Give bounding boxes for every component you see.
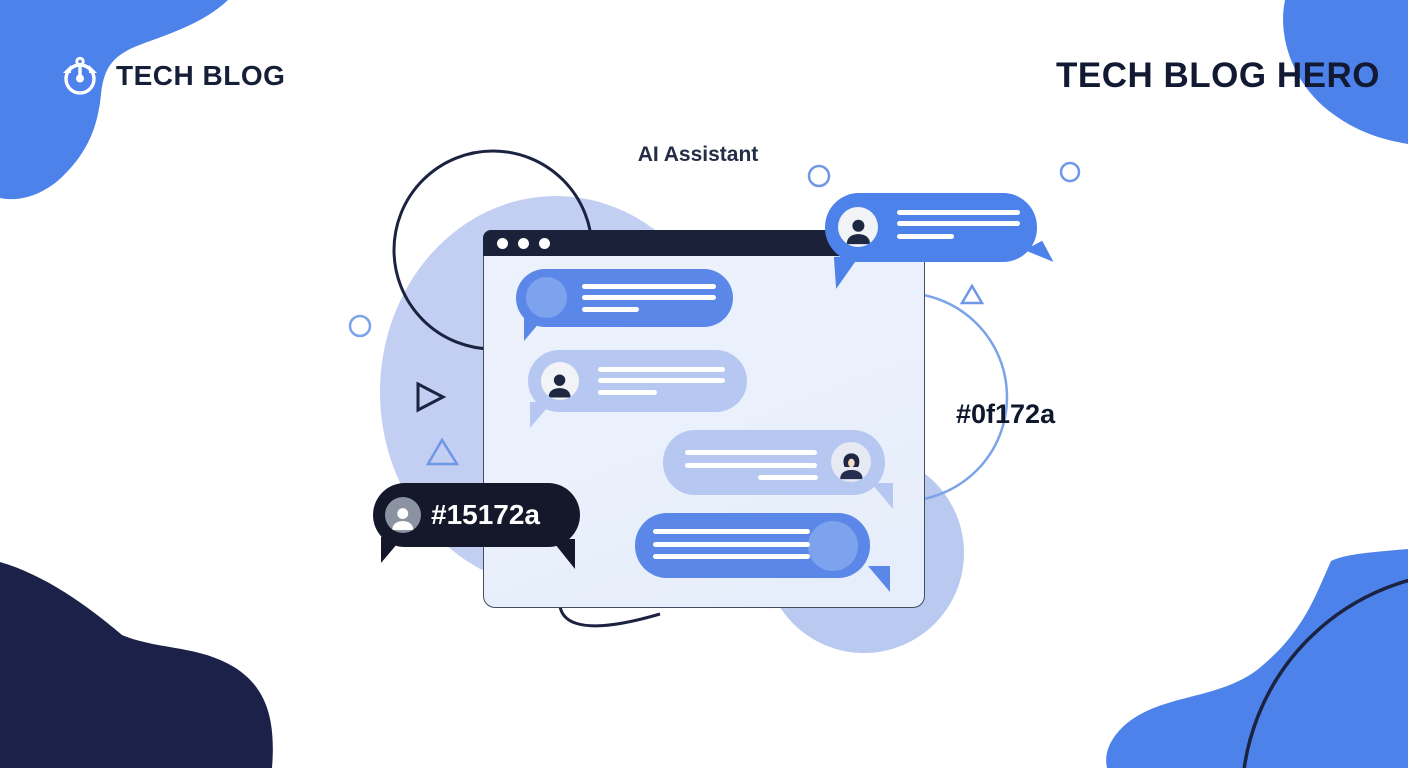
blob-top-left [0,0,228,200]
page-title: TECH BLOG HERO [1056,56,1380,95]
text-line [685,450,817,455]
dark-bubble-label: #15172a [431,499,541,530]
person-icon [392,508,414,531]
blob-bottom-left [0,562,273,768]
floating-bubble-top [825,193,1054,289]
assistant-label: AI Assistant [637,143,759,166]
text-line [582,295,716,300]
text-line [685,463,817,468]
person-icon [846,219,870,245]
avatar-circle [808,521,858,571]
woman-icon [839,453,863,480]
blob-top-right [1283,0,1408,144]
brand-target-icon [63,56,97,95]
user-avatar [838,207,878,247]
logo[interactable]: TECH BLOG [56,52,285,100]
person-icon [548,374,572,398]
text-line [653,529,810,534]
text-line [598,367,725,372]
text-line [653,542,810,547]
bubble-tail [871,483,893,509]
text-line [758,475,818,480]
text-line [582,284,716,289]
avatar-circle [526,277,567,318]
user-avatar [385,497,421,533]
small-circle-left [348,314,372,338]
triangle-blue-right [959,283,985,305]
bubble-tail [868,566,890,592]
titlebar-dot [518,237,529,249]
hex-color-label: #0f172a [956,399,1056,429]
triangle-blue-left [425,437,460,466]
titlebar-dot [497,237,508,249]
chat-message-1 [516,269,733,341]
logo-text: TECH BLOG [116,60,286,91]
chat-message-4 [635,513,890,592]
small-circle-top [807,164,831,188]
small-circle-top-right [1059,161,1081,183]
text-line [897,221,1020,226]
titlebar-dot [539,237,550,249]
text-line [598,390,657,395]
user-avatar-woman [831,442,871,482]
text-line [897,234,954,239]
user-avatar [541,362,579,400]
floating-bubble-dark: #15172a [373,483,580,569]
triangle-dark-left [416,381,447,413]
text-line [897,210,1020,215]
chat-message-2 [528,350,747,428]
text-line [598,378,725,383]
text-line [653,554,810,559]
chat-message-3 [663,430,893,509]
blob-bottom-right [1106,549,1408,768]
text-line [582,307,639,312]
